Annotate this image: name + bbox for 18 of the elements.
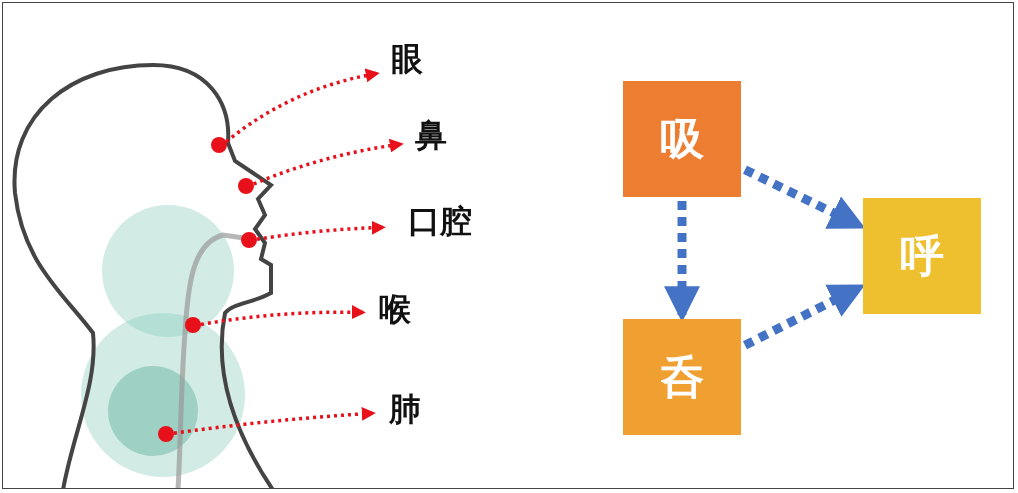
leader-line (173, 406, 376, 435)
leader-line (253, 138, 404, 186)
leader-line (200, 305, 366, 327)
organ-label: 肺 (377, 389, 433, 431)
point-marker (211, 137, 227, 153)
leader-line (225, 68, 380, 144)
organ-label: 鼻 (405, 115, 457, 157)
point-marker (185, 317, 201, 333)
process-box: 呑 (623, 319, 741, 435)
leader-line (256, 220, 386, 241)
organ-label: 喉 (367, 289, 423, 331)
point-marker (158, 426, 174, 442)
organ-label: 口腔 (387, 201, 493, 243)
organ-label: 眼 (381, 39, 433, 81)
point-marker (238, 178, 254, 194)
process-box: 呼 (863, 198, 981, 314)
process-box: 吸 (623, 81, 741, 197)
point-marker (241, 232, 257, 248)
